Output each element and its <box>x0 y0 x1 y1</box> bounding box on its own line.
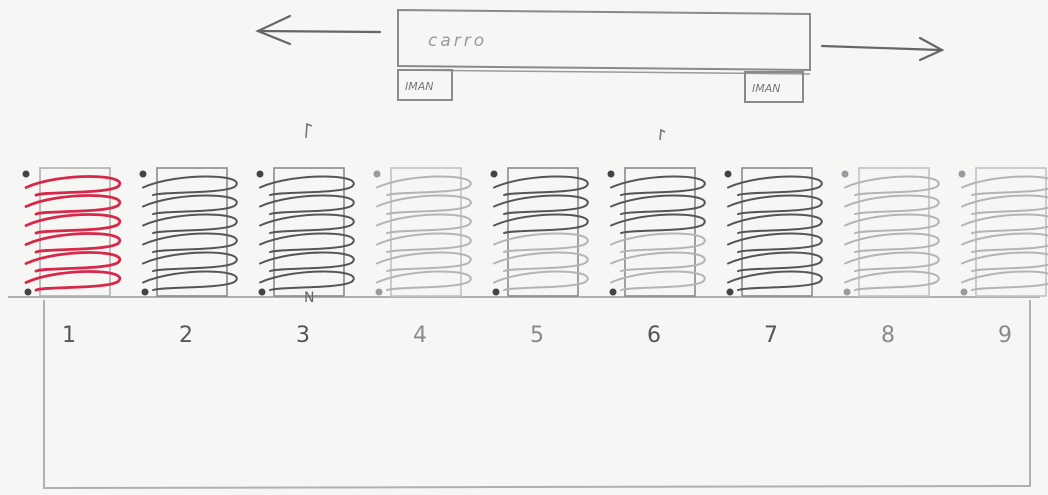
coil-4 <box>374 168 471 296</box>
coil-3 <box>257 168 354 296</box>
left-arrow-icon <box>258 16 380 44</box>
coil-winding <box>962 215 1048 234</box>
coil-8 <box>842 168 939 296</box>
coil-terminal-top <box>842 171 849 178</box>
coil-terminal-top <box>23 171 30 178</box>
cart-label: carro <box>428 31 487 51</box>
coil-terminal-bottom <box>259 289 266 296</box>
coil-number-9: 9 <box>998 323 1012 348</box>
coil-winding <box>962 196 1048 215</box>
coil-terminal-bottom <box>610 289 617 296</box>
coil-terminal-bottom <box>493 289 500 296</box>
coil-terminal-bottom <box>142 289 149 296</box>
cart: carro IMAN IMAN <box>398 10 810 102</box>
coil-number-2: 2 <box>179 323 193 348</box>
coil-winding <box>962 272 1048 291</box>
right-arrow-icon <box>822 38 942 60</box>
coil-7 <box>725 168 822 296</box>
pole-label-n: N <box>304 290 314 306</box>
coil-terminal-top <box>725 171 732 178</box>
coil-terminal-bottom <box>25 289 32 296</box>
coil-2 <box>140 168 237 296</box>
left-magnet-label: IMAN <box>405 80 434 93</box>
coil-number-7: 7 <box>764 323 778 348</box>
coil-terminal-bottom <box>844 289 851 296</box>
coil-number-3: 3 <box>296 323 310 348</box>
coil-numbers: 1 2 3 4 5 6 7 8 9 <box>62 323 1012 348</box>
coil-terminal-top <box>959 171 966 178</box>
coil-winding <box>962 234 1048 253</box>
coil-terminal-bottom <box>727 289 734 296</box>
coil-number-6: 6 <box>647 323 661 348</box>
coil-terminal-top <box>491 171 498 178</box>
coil-6 <box>608 168 705 296</box>
coil-terminal-top <box>257 171 264 178</box>
coil-terminal-bottom <box>961 289 968 296</box>
coil-terminal-bottom <box>376 289 383 296</box>
pole-tick-marks <box>306 124 665 140</box>
coil-number-1: 1 <box>62 323 76 348</box>
coil-terminal-top <box>374 171 381 178</box>
coil-number-5: 5 <box>530 323 544 348</box>
coil-winding <box>962 177 1048 196</box>
coil-5 <box>491 168 588 296</box>
coil-terminal-top <box>140 171 147 178</box>
coil-winding <box>962 253 1048 272</box>
coil-number-4: 4 <box>413 323 427 348</box>
coil-1 <box>23 168 120 296</box>
right-magnet-label: IMAN <box>752 82 781 95</box>
coil-terminal-top <box>608 171 615 178</box>
coil-number-8: 8 <box>881 323 895 348</box>
coils <box>23 168 1048 296</box>
coil-9 <box>959 168 1048 296</box>
